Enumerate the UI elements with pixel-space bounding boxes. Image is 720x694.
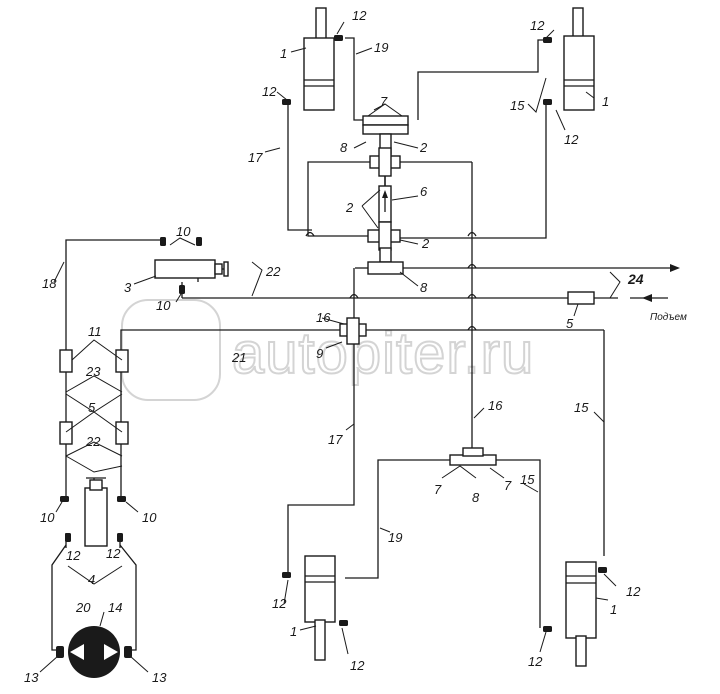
flow-arrows [642,264,680,302]
label-7-bot-left: 7 [434,482,442,497]
cross-upper [369,147,401,177]
label-11: 11 [88,324,102,339]
watermark: autopiter.ru [121,299,534,401]
label-15-bot-right: 15 [520,472,535,487]
tee-8-lower [449,447,497,466]
label-7-bot-right: 7 [504,478,512,493]
label-8-top: 8 [340,140,348,155]
label-5-filter: 5 [566,316,574,331]
label-7-top: 7 [380,94,388,109]
label-19-top: 19 [374,40,388,55]
valve-3 [154,259,229,279]
label-13-right: 13 [152,670,167,685]
cross-9 [339,317,367,345]
filter-5-right [567,291,595,305]
label-12-bot-right-b: 12 [528,654,543,669]
label-22-bot: 22 [85,434,101,449]
pump-14 [56,626,132,678]
label-1-bot-right: 1 [610,602,617,617]
label-12-pump-left: 12 [66,548,81,563]
label-14: 14 [108,600,122,615]
label-10-a: 10 [176,224,191,239]
label-9: 9 [316,346,323,361]
label-24: 24 [627,271,644,287]
label-23: 23 [85,364,101,379]
label-1-top-right: 1 [602,94,609,109]
label-17-top: 17 [248,150,263,165]
label-17-bot: 17 [328,432,343,447]
label-12-bot-left-a: 12 [272,596,287,611]
label-1-top-left: 1 [280,46,287,61]
label-16-a: 16 [316,310,331,325]
cross-lower [367,221,401,251]
cylinder-top-right [563,7,595,111]
hoses-left [59,349,129,445]
cylinder-top-left [303,7,335,111]
cylinder-bottom-right [565,561,597,667]
label-2-c: 2 [421,236,430,251]
label-12-bot-left-b: 12 [350,658,365,673]
label-18: 18 [42,276,57,291]
label-12-top-right-b: 12 [564,132,579,147]
label-10-c: 10 [40,510,55,525]
label-6: 6 [420,184,428,199]
cylinder-bottom-left [304,555,336,661]
crossovers [305,231,477,331]
fittings [60,35,607,632]
label-12-top-left-b: 12 [262,84,277,99]
tank-4 [84,477,108,547]
label-13-left: 13 [24,670,39,685]
label-19-bot: 19 [388,530,402,545]
label-5-valve: 5 [88,400,96,415]
label-21: 21 [231,350,246,365]
label-15-mid: 15 [574,400,589,415]
label-10-d: 10 [142,510,157,525]
label-1-bot-left: 1 [290,624,297,639]
label-3: 3 [124,280,132,295]
label-12-top-left-a: 12 [352,8,367,23]
manifold-bottom [367,247,404,275]
label-podem: Подъем [650,312,687,323]
label-12-pump-right: 12 [106,546,121,561]
label-2-b: 2 [345,200,354,215]
label-8-bot: 8 [472,490,480,505]
watermark-text: autopiter.ru [232,321,534,386]
label-12-bot-right-a: 12 [626,584,641,599]
label-4: 4 [88,572,95,587]
label-20: 20 [75,600,91,615]
label-22-top: 22 [265,264,281,279]
part-labels: 1 12 19 12 7 8 2 2 6 2 8 12 1 12 15 17 1… [24,8,687,685]
label-15-top-right: 15 [510,98,525,113]
label-8-mid: 8 [420,280,428,295]
label-12-top-right-a: 12 [530,18,545,33]
valve-6 [378,185,392,223]
label-16-b: 16 [488,398,503,413]
label-10-b: 10 [156,298,171,313]
label-2-a: 2 [419,140,428,155]
leader-lines [39,21,621,673]
